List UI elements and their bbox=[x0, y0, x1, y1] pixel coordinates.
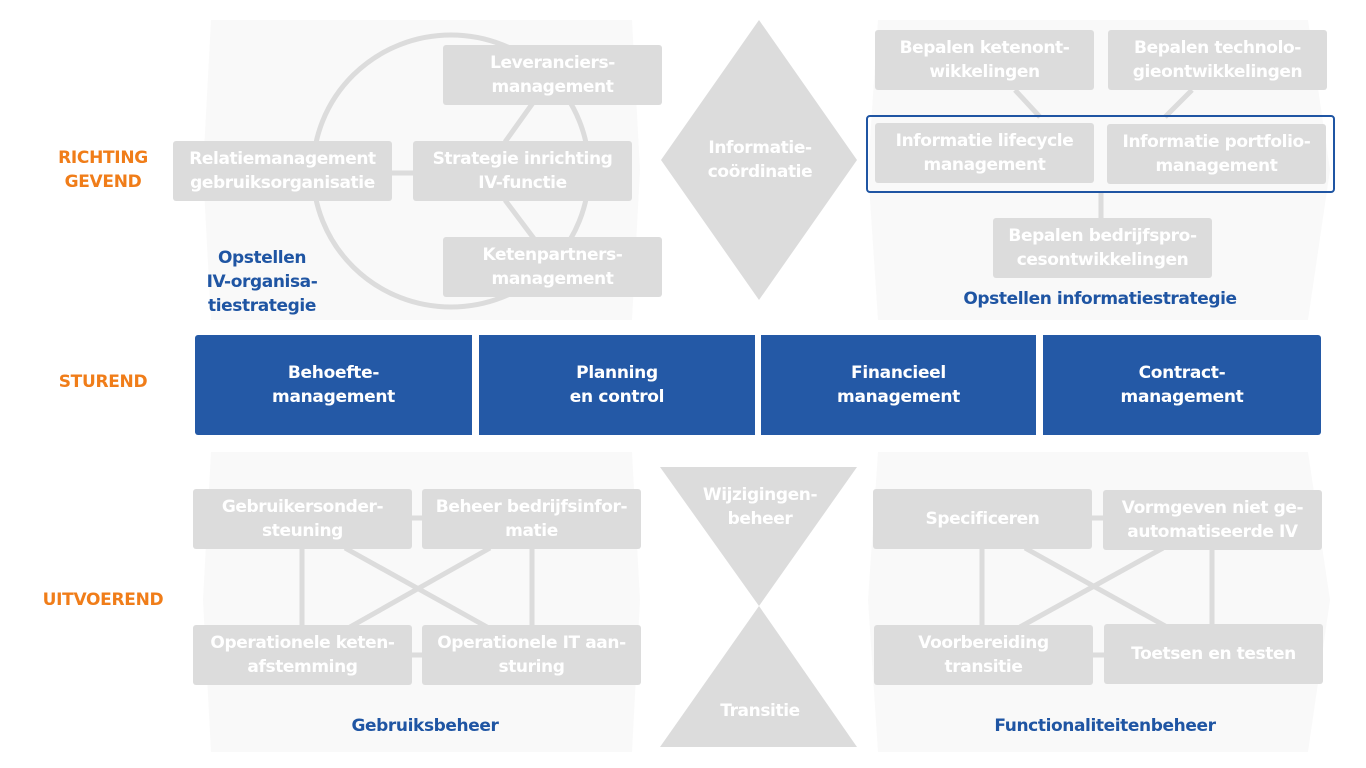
box-strategie-inrichting[interactable]: Strategie inrichting IV-functie bbox=[413, 141, 632, 201]
box-vormgeven-niet-geautomatiseerde-iv[interactable]: Vormgeven niet ge- automatiseerde IV bbox=[1103, 490, 1322, 550]
box-specificeren[interactable]: Specificeren bbox=[873, 489, 1092, 549]
diamond-label-informatiecoordinatie[interactable]: Informatie- coördinatie bbox=[707, 138, 813, 182]
box-toetsen-en-testen[interactable]: Toetsen en testen bbox=[1104, 624, 1323, 684]
connector bbox=[1013, 88, 1042, 119]
triangle-label-transitie[interactable]: Transitie bbox=[720, 701, 800, 721]
panel-title-functionaliteitenbeheer: Functionaliteitenbeheer bbox=[994, 716, 1216, 736]
level-label-uitvoerend: UITVOEREND bbox=[42, 590, 164, 610]
box-bepalen-ketenontwikkelingen[interactable]: Bepalen ketenont- wikkelingen bbox=[875, 30, 1094, 90]
box-operationele-it-aansturing[interactable]: Operationele IT aan- sturing bbox=[422, 625, 641, 685]
connector bbox=[502, 98, 538, 144]
box-relatiemanagement[interactable]: Relatiemanagement gebruiksorganisatie bbox=[173, 141, 392, 201]
connector bbox=[1018, 545, 1165, 630]
connector bbox=[503, 198, 537, 242]
connector bbox=[348, 545, 492, 630]
box-ketenpartnersmanagement[interactable]: Ketenpartners- management bbox=[443, 237, 662, 297]
box-beheer-bedrijfsinformatie[interactable]: Beheer bedrijfsinfor- matie bbox=[422, 489, 641, 549]
panel-top-right bbox=[868, 20, 1330, 320]
diamond-shape bbox=[661, 20, 857, 300]
level-label-richting-gevend: RICHTING GEVEND bbox=[58, 148, 148, 192]
connector bbox=[1163, 88, 1194, 119]
triangle-label-wijzigingenbeheer[interactable]: Wijzigingen- beheer bbox=[702, 485, 818, 529]
box-bepalen-bedrijfsprocesontwikkelingen[interactable]: Bepalen bedrijfspro- cesontwikkelingen bbox=[993, 218, 1212, 278]
triangle-up-shape bbox=[660, 606, 857, 747]
band-behoeftemanagement[interactable]: Behoefte- management bbox=[195, 335, 472, 435]
selection-highlight bbox=[866, 115, 1335, 193]
box-gebruikersondersteuning[interactable]: Gebruikersonder- steuning bbox=[193, 489, 412, 549]
box-operationele-ketenafstemming[interactable]: Operationele keten- afstemming bbox=[193, 625, 412, 685]
box-leveranciersmanagement[interactable]: Leveranciers- management bbox=[443, 45, 662, 105]
band-planning-en-control[interactable]: Planning en control bbox=[479, 335, 755, 435]
box-voorbereiding-transitie[interactable]: Voorbereiding transitie bbox=[874, 625, 1093, 685]
box-bepalen-technologieontwikkelingen[interactable]: Bepalen technolo- gieontwikkelingen bbox=[1108, 30, 1327, 90]
panel-title-iv-organisatiestrategie: Opstellen IV-organisa- tiestrategie bbox=[206, 248, 318, 316]
triangle-down-shape bbox=[660, 467, 857, 606]
band-financieel-management[interactable]: Financieel management bbox=[761, 335, 1036, 435]
box-informatie-portfoliomanagement[interactable]: Informatie portfolio- management bbox=[1107, 124, 1326, 184]
box-informatie-lifecycle-management[interactable]: Informatie lifecycle management bbox=[875, 123, 1094, 183]
panel-title-gebruiksbeheer: Gebruiksbeheer bbox=[351, 716, 499, 736]
level-label-sturend: STUREND bbox=[58, 372, 148, 392]
band-contractmanagement[interactable]: Contract- management bbox=[1043, 335, 1321, 435]
panel-title-informatiestrategie: Opstellen informatiestrategie bbox=[963, 289, 1237, 309]
